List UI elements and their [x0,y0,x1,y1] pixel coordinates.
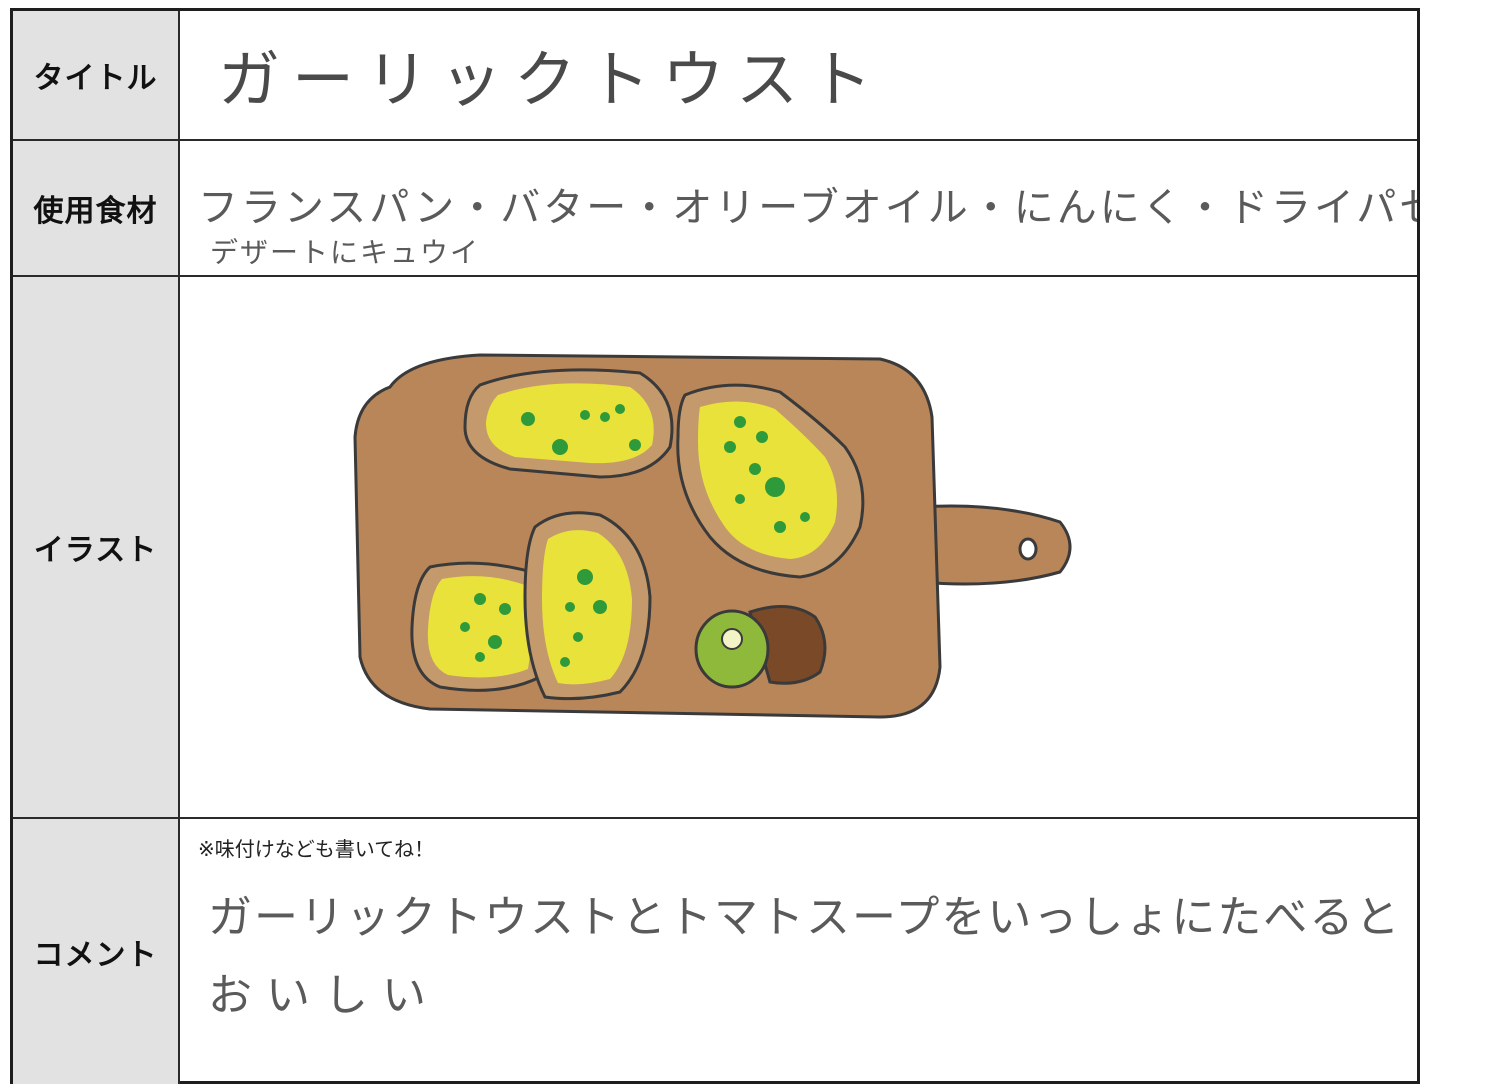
ingredients-content: フランスパン・バター・オリーブオイル・にんにく・ドライパセ デザートにキュウイ [180,141,1417,275]
ingredients-row: 使用食材 フランスパン・バター・オリーブオイル・にんにく・ドライパセ デザートに… [13,141,1417,277]
ingredients-line-1: フランスパン・バター・オリーブオイル・にんにく・ドライパセ [198,185,1417,231]
ingredients-label: 使用食材 [13,141,180,275]
recipe-sheet: タイトル ガーリックトウスト 使用食材 フランスパン・バター・オリーブオイル・に… [10,8,1420,1084]
toast-4-top [542,530,632,685]
title-label: タイトル [13,11,180,139]
comment-row: コメント ※味付けなども書いてね！ ガーリックトウストとトマトスープをいっしょに… [13,819,1417,1084]
kiwi-skin [748,605,827,685]
parsley-flecks [460,404,810,667]
title-row: タイトル ガーリックトウスト [13,11,1417,141]
comment-line-1: ガーリックトウストとトマトスープをいっしょにたべると [208,892,1402,943]
toast-3-top [427,576,532,678]
comment-note: ※味付けなども書いてね！ [198,837,435,861]
handle-hole [1018,537,1038,561]
title-content: ガーリックトウスト [180,11,1417,139]
illustration-row: イラスト [13,277,1417,819]
kiwi-core [721,628,743,650]
illustration-label: イラスト [13,277,180,817]
illustration-content [180,277,1417,817]
board-handle [918,504,1072,586]
comment-content: ※味付けなども書いてね！ ガーリックトウストとトマトスープをいっしょにたべると … [180,819,1417,1084]
comment-label: コメント [13,819,180,1084]
toast-1-top [485,383,654,464]
garlic-toast-drawing [353,353,1072,719]
comment-line-2: おいしい [208,970,440,1021]
ingredients-line-2: デザートにキュウイ [210,236,481,269]
title-handwritten: ガーリックトウスト [218,43,885,116]
